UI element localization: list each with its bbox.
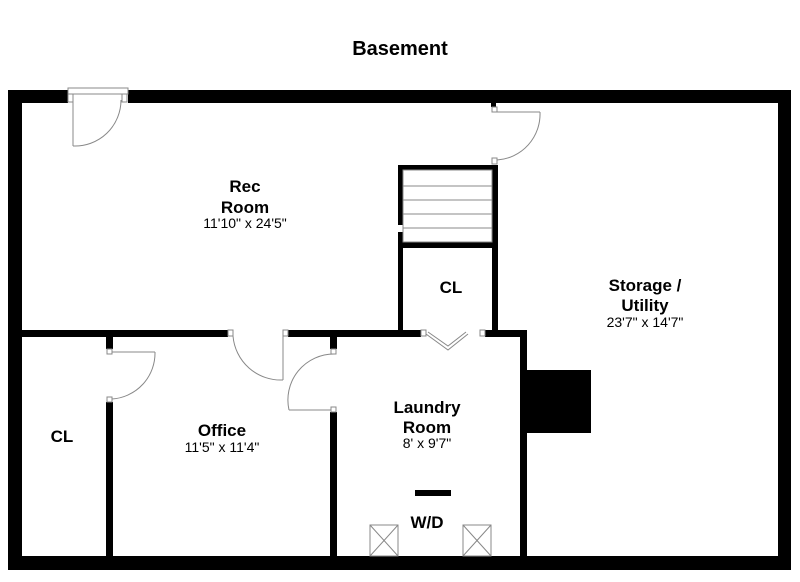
rec-room-label-2: Room <box>221 198 269 217</box>
interior-walls <box>22 330 591 556</box>
storage-door[interactable] <box>491 103 541 165</box>
storage-label-2: Utility <box>621 296 669 315</box>
room-labels: Rec Room 11'10" x 24'5" CL Storage / Uti… <box>51 177 684 532</box>
rec-room-dims: 11'10" x 24'5" <box>203 215 287 231</box>
floor-title: Basement <box>352 38 448 60</box>
exterior-walls <box>8 90 791 570</box>
closet-bifold-door[interactable] <box>420 329 486 351</box>
closet-door[interactable] <box>106 348 156 403</box>
storage-label: Storage / <box>609 276 682 295</box>
office-dims: 11'5" x 11'4" <box>185 439 260 455</box>
laundry-label: Laundry <box>393 398 461 417</box>
office-door[interactable] <box>227 329 289 381</box>
rec-room-label: Rec <box>229 177 260 196</box>
upper-closet-label: CL <box>440 278 463 297</box>
washer-dryer <box>369 490 492 557</box>
laundry-label-2: Room <box>403 418 451 437</box>
left-closet-label: CL <box>51 427 74 446</box>
washer-dryer-label: W/D <box>410 513 443 532</box>
laundry-dims: 8' x 9'7" <box>403 435 451 451</box>
storage-dims: 23'7" x 14'7" <box>607 314 684 330</box>
stairs <box>398 165 498 333</box>
entry-door[interactable] <box>67 87 129 147</box>
laundry-door[interactable] <box>287 348 337 413</box>
office-label: Office <box>198 421 246 440</box>
chimney <box>527 370 591 433</box>
